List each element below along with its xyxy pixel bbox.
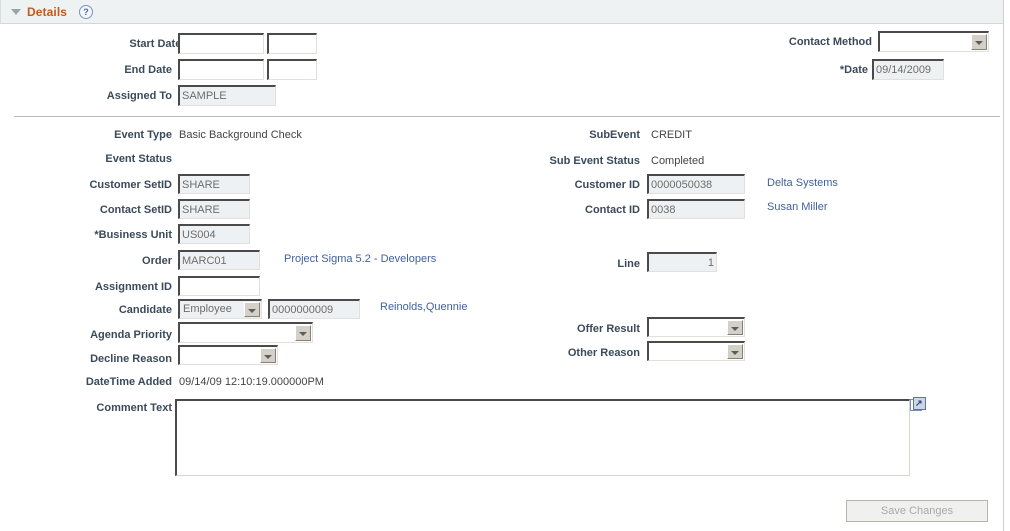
contact-setid-label: Contact SetID — [99, 204, 172, 216]
contact-method-select[interactable] — [878, 31, 989, 52]
panel-right-border — [1003, 0, 1004, 531]
agenda-priority-label: Agenda Priority — [90, 329, 172, 341]
assignment-id-input[interactable] — [178, 276, 260, 296]
other-reason-select[interactable] — [647, 341, 745, 361]
assigned-to-input[interactable] — [178, 85, 276, 106]
end-date-label: End Date — [124, 64, 172, 76]
expand-icon-front — [913, 397, 926, 410]
offer-result-select[interactable] — [647, 317, 745, 337]
sub-event-status-label: Sub Event Status — [549, 155, 640, 167]
customer-name-link[interactable]: Delta Systems — [767, 177, 838, 189]
business-unit-label: *Business Unit — [94, 229, 172, 241]
candidate-type-select[interactable]: Employee — [178, 299, 262, 319]
customer-id-input[interactable] — [647, 174, 745, 194]
expand-long-text-icon[interactable]: ↗ — [910, 397, 926, 411]
contact-setid-input[interactable] — [178, 199, 250, 219]
chevron-down-icon[interactable] — [727, 344, 743, 359]
end-date-time-input[interactable] — [267, 59, 317, 80]
decline-reason-select[interactable] — [178, 345, 278, 365]
offer-result-label: Offer Result — [577, 323, 640, 335]
comment-text-label: Comment Text — [96, 402, 172, 414]
save-changes-button[interactable]: Save Changes — [846, 500, 988, 522]
candidate-label: Candidate — [118, 304, 172, 316]
assignment-id-label: Assignment ID — [94, 281, 172, 293]
section-divider — [14, 116, 1000, 117]
candidate-id-input[interactable] — [268, 299, 360, 319]
question-mark-help-icon[interactable]: ? — [79, 5, 93, 19]
order-description-link[interactable]: Project Sigma 5.2 - Developers — [284, 253, 437, 265]
contact-id-input[interactable] — [647, 199, 745, 219]
page-title: Details — [27, 5, 68, 19]
assigned-to-label: Assigned To — [106, 90, 172, 102]
subevent-value: CREDIT — [651, 129, 692, 141]
start-date-label: Start Date: — [129, 38, 185, 50]
event-type-value: Basic Background Check — [179, 129, 302, 141]
subevent-label: SubEvent — [589, 129, 640, 141]
start-date-input[interactable] — [178, 33, 264, 54]
agenda-priority-select[interactable] — [178, 322, 313, 343]
chevron-down-icon[interactable] — [971, 34, 987, 50]
chevron-down-icon[interactable] — [260, 348, 276, 363]
contact-name-link[interactable]: Susan Miller — [767, 201, 828, 213]
contact-method-label: Contact Method — [788, 36, 872, 48]
order-input[interactable] — [178, 250, 260, 270]
decline-reason-label: Decline Reason — [90, 353, 172, 365]
customer-setid-input[interactable] — [178, 174, 250, 194]
sub-event-status-value: Completed — [651, 155, 705, 167]
line-label: Line — [617, 258, 640, 270]
customer-setid-label: Customer SetID — [89, 179, 172, 191]
other-reason-label: Other Reason — [567, 347, 640, 359]
datetime-added-value: 09/14/09 12:10:19.000000PM — [179, 376, 324, 388]
date-input[interactable] — [872, 59, 944, 80]
order-label: Order — [142, 255, 172, 267]
customer-id-label: Customer ID — [574, 179, 640, 191]
header-left-accent — [0, 0, 1, 23]
candidate-name-link[interactable]: Reinolds,Quennie — [380, 301, 468, 313]
chevron-down-icon[interactable] — [727, 320, 743, 335]
start-date-time-input[interactable] — [267, 33, 317, 54]
line-input[interactable] — [647, 252, 717, 272]
datetime-added-label: DateTime Added — [85, 376, 172, 388]
business-unit-input[interactable] — [178, 224, 250, 244]
triangle-down-icon[interactable] — [11, 9, 21, 15]
event-type-label: Event Type — [114, 129, 172, 141]
date-label: *Date — [839, 64, 868, 76]
candidate-type-value: Employee — [183, 303, 232, 315]
chevron-down-icon[interactable] — [244, 302, 260, 317]
contact-id-label: Contact ID — [585, 204, 640, 216]
comment-text-textarea[interactable] — [175, 399, 910, 476]
event-status-label: Event Status — [105, 153, 172, 165]
details-group-header[interactable]: Details ? — [0, 0, 1003, 24]
end-date-input[interactable] — [178, 59, 264, 80]
expand-icon-arrow: ↗ — [915, 398, 923, 408]
chevron-down-icon[interactable] — [295, 325, 311, 341]
